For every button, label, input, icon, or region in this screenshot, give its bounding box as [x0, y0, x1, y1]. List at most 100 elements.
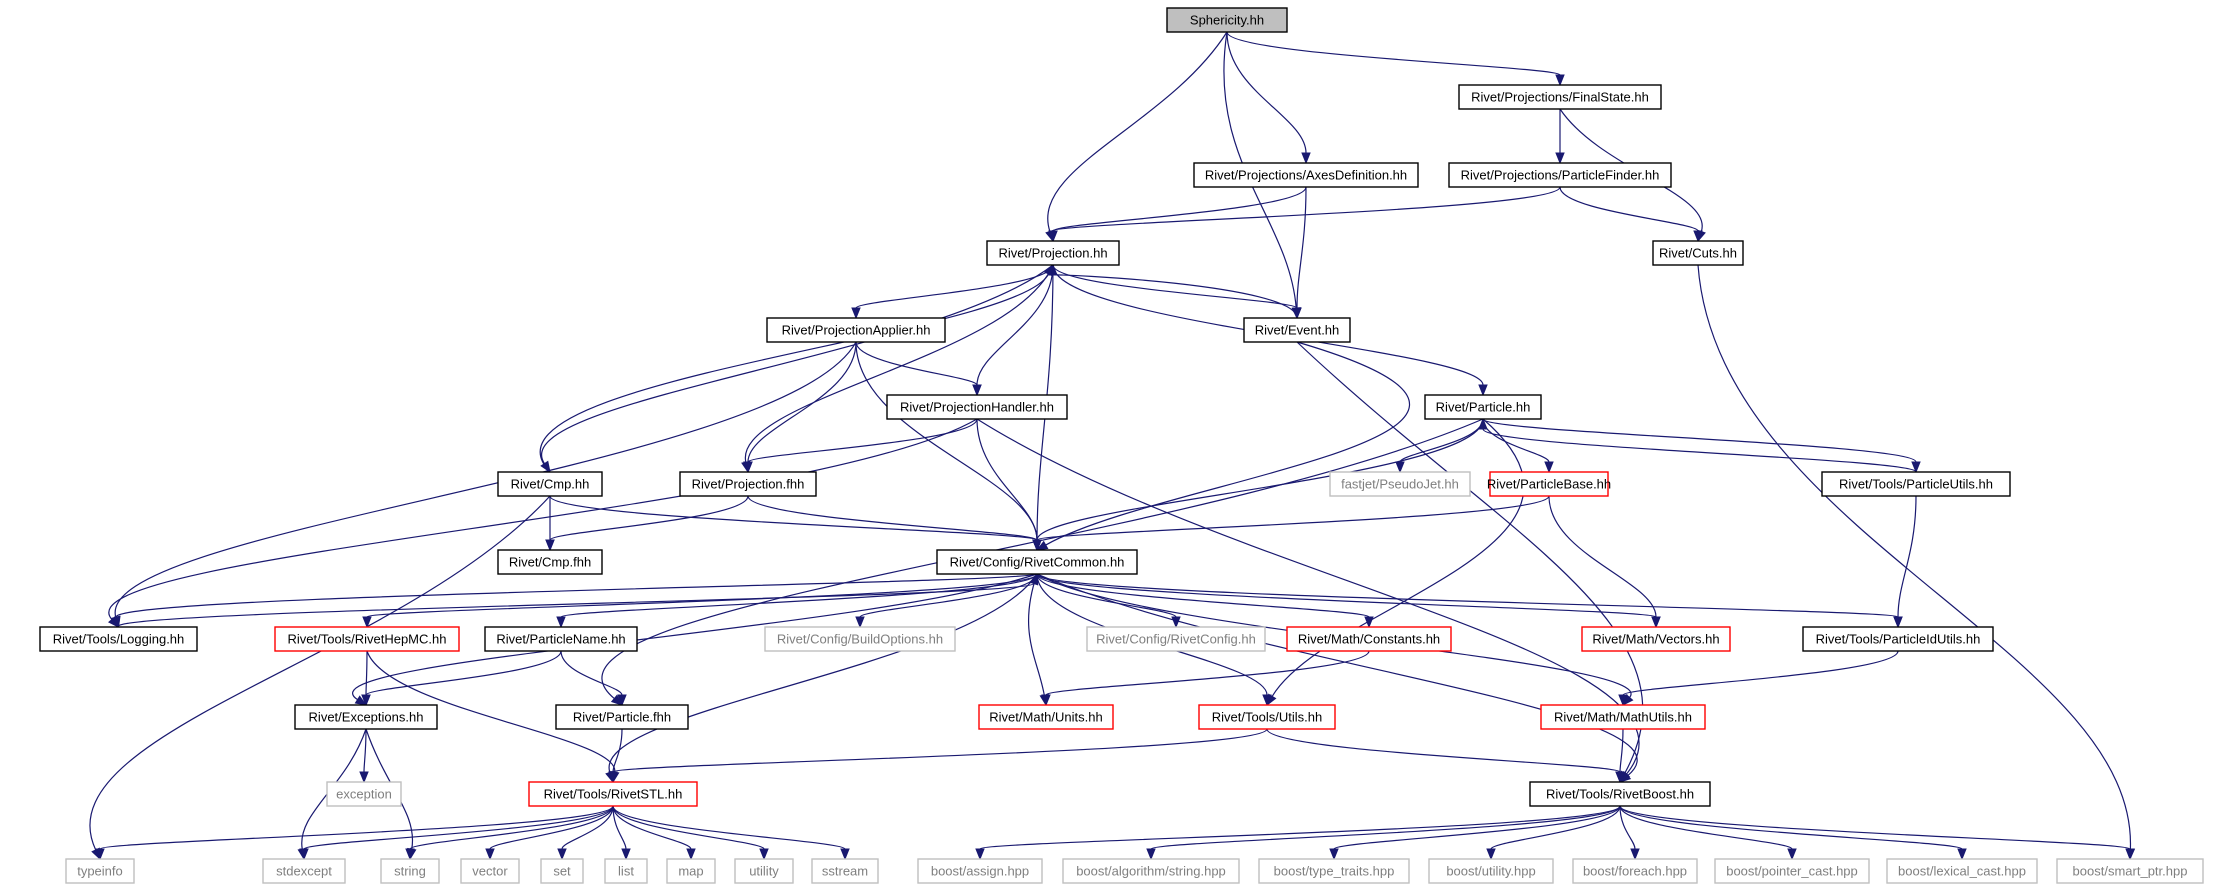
node-rstl[interactable]: Rivet/Tools/RivetSTL.hh: [528, 781, 698, 807]
edge-arrowhead: [361, 694, 371, 707]
node-putils[interactable]: Rivet/Tools/ParticleUtils.hh: [1821, 471, 2011, 497]
edge-line: [1490, 805, 1621, 850]
edge-arrowhead: [851, 307, 861, 320]
edge-line: [1619, 728, 1624, 773]
edge-line: [855, 264, 1054, 309]
node-btype: boost/type_traits.hpp: [1258, 858, 1410, 884]
node-event[interactable]: Rivet/Event.hh: [1243, 317, 1351, 343]
node-pfinder[interactable]: Rivet/Projections/ParticleFinder.hh: [1448, 162, 1672, 188]
edge-line: [366, 573, 1038, 618]
node-label: stdexcept: [276, 864, 332, 879]
node-utils[interactable]: Rivet/Tools/Utils.hh: [1198, 704, 1336, 730]
edge-line: [89, 495, 551, 851]
node-buildopt: Rivet/Config/BuildOptions.hh: [764, 626, 956, 652]
edge-arrowhead: [1029, 572, 1039, 586]
node-label: Rivet/Tools/RivetBoost.hh: [1546, 787, 1694, 802]
node-label: boost/utility.hpp: [1446, 864, 1535, 879]
edge-arrowhead: [1262, 694, 1272, 707]
node-vectors[interactable]: Rivet/Math/Vectors.hh: [1581, 626, 1731, 652]
node-axesdef[interactable]: Rivet/Projections/AxesDefinition.hh: [1193, 162, 1419, 188]
edge-pidutils-to-mathutils: [1618, 650, 1899, 707]
node-box: [39, 626, 198, 652]
node-pseudojet: fastjet/PseudoJet.hh: [1329, 471, 1471, 497]
node-box: [1198, 704, 1336, 730]
node-logging[interactable]: Rivet/Tools/Logging.hh: [39, 626, 198, 652]
node-label: Rivet/Projections/FinalState.hh: [1471, 90, 1649, 105]
edge-line: [747, 341, 857, 463]
edge-arrowhead: [1911, 461, 1921, 474]
node-mathutils[interactable]: Rivet/Math/MathUtils.hh: [1540, 704, 1706, 730]
edge-line: [549, 495, 749, 541]
edge-line: [859, 573, 1038, 618]
node-cmpfhh[interactable]: Rivet/Cmp.fhh: [497, 549, 603, 575]
node-box: [1448, 162, 1672, 188]
edge-utils-to-rboost: [1266, 728, 1625, 784]
node-particle[interactable]: Rivet/Particle.hh: [1424, 394, 1542, 420]
node-bassign: boost/assign.hpp: [917, 858, 1043, 884]
node-pfhh[interactable]: Rivet/Particle.fhh: [555, 704, 689, 730]
edge-arrowhead: [299, 848, 309, 861]
node-sphericity[interactable]: Sphericity.hh: [1166, 7, 1288, 33]
node-exceptions[interactable]: Rivet/Exceptions.hh: [294, 704, 438, 730]
node-projfhh[interactable]: Rivet/Projection.fhh: [679, 471, 817, 497]
edge-line: [539, 273, 1050, 473]
edge-line: [1036, 418, 1484, 541]
node-finalstate[interactable]: Rivet/Projections/FinalState.hh: [1458, 84, 1662, 110]
node-constants[interactable]: Rivet/Math/Constants.hh: [1286, 626, 1452, 652]
edge-line: [1619, 805, 1636, 850]
edge-arrowhead: [686, 848, 696, 861]
edge-putils-to-pidutils: [1893, 495, 1917, 629]
node-label: boost/lexical_cast.hpp: [1898, 864, 2026, 879]
edge-arrowhead: [556, 616, 566, 629]
node-rcommon[interactable]: Rivet/Config/RivetCommon.hh: [936, 549, 1138, 575]
edge-line: [1226, 31, 1561, 76]
node-phandler[interactable]: Rivet/ProjectionHandler.hh: [886, 394, 1068, 420]
edge-arrowhead: [610, 694, 624, 706]
node-utility: utility: [734, 858, 794, 884]
edge-pname-to-exceptions: [361, 650, 562, 707]
node-label: Rivet/Cmp.hh: [511, 477, 590, 492]
node-hepmc[interactable]: Rivet/Tools/RivetHepMC.hh: [274, 626, 460, 652]
edge-line: [1619, 805, 1793, 850]
edge-line: [560, 650, 623, 696]
edge-line: [1036, 573, 1657, 618]
node-rconfig: Rivet/Config/RivetConfig.hh: [1086, 626, 1266, 652]
node-box: [811, 858, 879, 884]
edge-rstl-to-sstream: [612, 805, 850, 861]
node-cuts[interactable]: Rivet/Cuts.hh: [1652, 240, 1744, 266]
edge-line: [1036, 495, 1550, 541]
edge-projection-to-projfhh: [741, 264, 1054, 474]
edge-arrowhead: [354, 695, 368, 706]
edge-line: [1045, 341, 1411, 546]
node-box: [1458, 84, 1662, 110]
node-units[interactable]: Rivet/Math/Units.hh: [978, 704, 1114, 730]
edge-arrowhead: [1618, 694, 1628, 707]
node-projection[interactable]: Rivet/Projection.hh: [986, 240, 1120, 266]
edge-line: [612, 805, 692, 850]
edge-line: [612, 728, 1268, 773]
node-label: Rivet/Projections/ParticleFinder.hh: [1461, 168, 1660, 183]
node-cmp[interactable]: Rivet/Cmp.hh: [497, 471, 603, 497]
edge-line: [489, 805, 614, 850]
edge-cmp-to-rcommon: [549, 495, 1042, 552]
node-pidutils[interactable]: Rivet/Tools/ParticleIdUtils.hh: [1802, 626, 1994, 652]
edge-arrowhead: [759, 848, 769, 861]
node-box: [380, 858, 440, 884]
node-papplier[interactable]: Rivet/ProjectionApplier.hh: [766, 317, 946, 343]
edge-line: [612, 805, 765, 850]
edge-arrowhead: [95, 848, 105, 861]
edge-putils-to-particle: [1478, 417, 1917, 473]
node-box: [734, 858, 794, 884]
node-bpointer: boost/pointer_cast.hpp: [1714, 858, 1870, 884]
node-pname[interactable]: Rivet/ParticleName.hh: [484, 626, 638, 652]
node-pbase[interactable]: Rivet/ParticleBase.hh: [1487, 471, 1611, 497]
edge-line: [549, 495, 1038, 541]
edge-rboost-to-bassign: [975, 805, 1621, 861]
node-rboost[interactable]: Rivet/Tools/RivetBoost.hh: [1529, 781, 1711, 807]
edge-line: [1271, 418, 1525, 697]
edge-arrowhead: [1630, 848, 1640, 861]
edge-line: [612, 728, 623, 773]
edge-arrowhead: [1035, 540, 1049, 551]
node-box: [274, 626, 460, 652]
node-box: [666, 858, 716, 884]
